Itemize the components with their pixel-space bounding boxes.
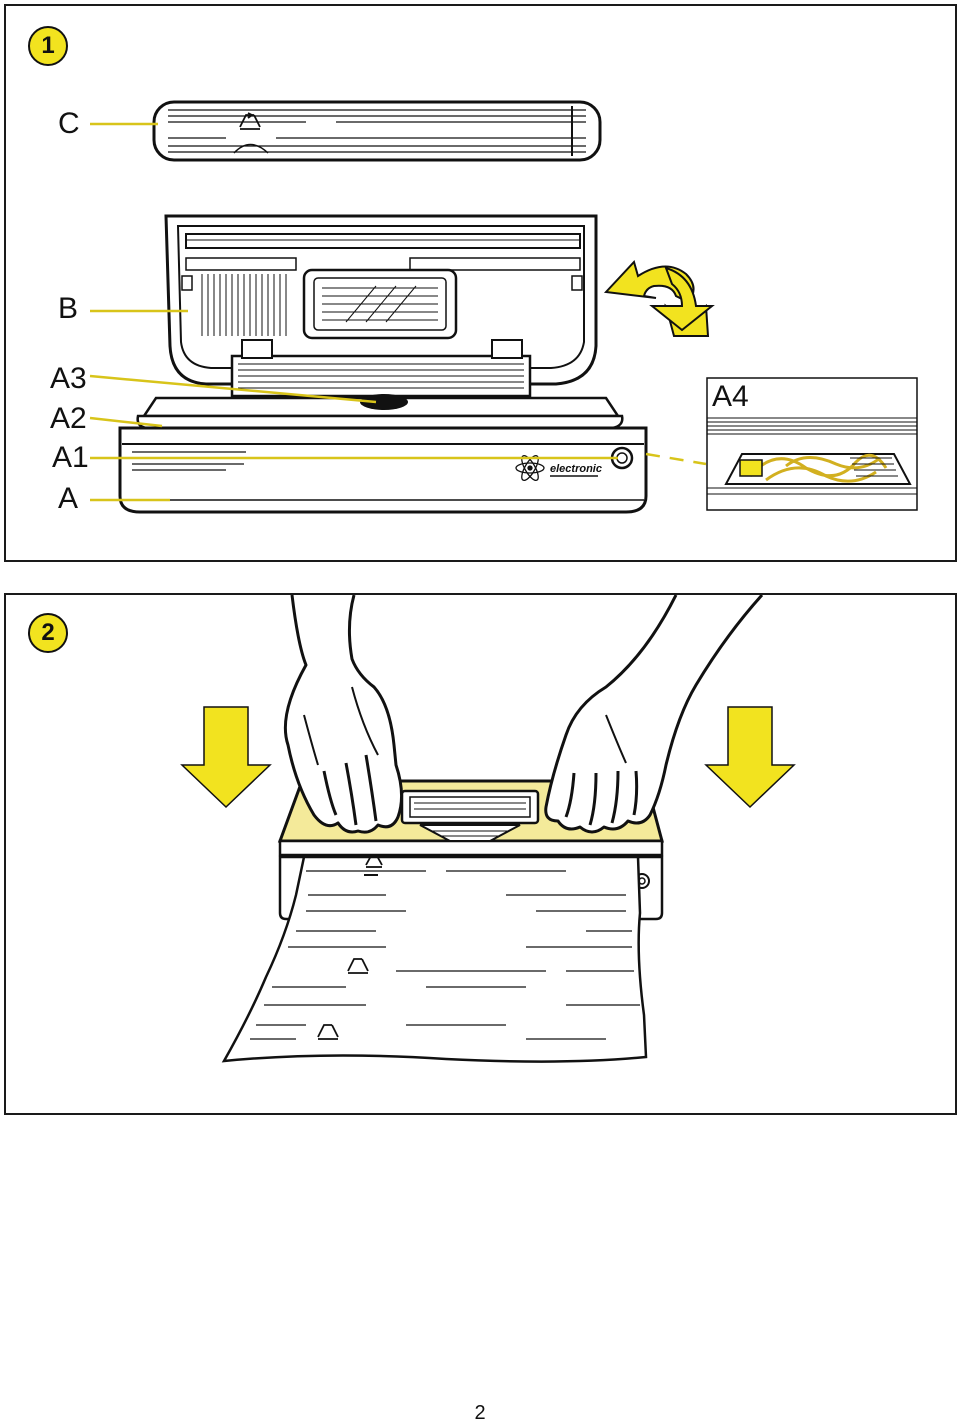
inset-a4 [706,377,918,511]
label-a: A [58,482,79,515]
atom-logo-icon [515,454,545,482]
base-unit-a: electronic [118,394,648,514]
figure-2-panel: 2 [4,593,957,1115]
foil-roll-c [152,100,602,162]
hand-icon [283,595,403,834]
figure-1-badge: 1 [28,26,68,66]
appliance-illustration: electronic [89,100,918,514]
recycle-icon [317,1024,339,1040]
sealing-illustration [180,595,796,1063]
down-arrow-icon [704,706,796,809]
roll-a3 [230,339,532,398]
power-button-icon [610,446,634,470]
figure-2-badge: 2 [28,613,68,653]
page-number: 2 [474,1402,486,1424]
down-arrow-icon [180,706,272,809]
brand-text: electronic [550,463,602,475]
recycle-icon [365,855,383,868]
figure-1-panel: 1 C B A3 A2 A1 A [4,4,957,562]
label-a1: A1 [52,441,89,474]
lid-b [164,214,598,386]
label-c: C [58,107,80,140]
hand-icon [544,595,764,834]
rotate-arrow-icon [603,260,715,337]
vacuum-bag [221,855,648,1063]
recycle-icon [239,112,261,130]
label-b: B [58,292,79,325]
label-a4: A4 [712,380,749,413]
recycle-icon [347,958,369,974]
label-a2: A2 [50,402,87,435]
label-a3: A3 [50,362,87,395]
